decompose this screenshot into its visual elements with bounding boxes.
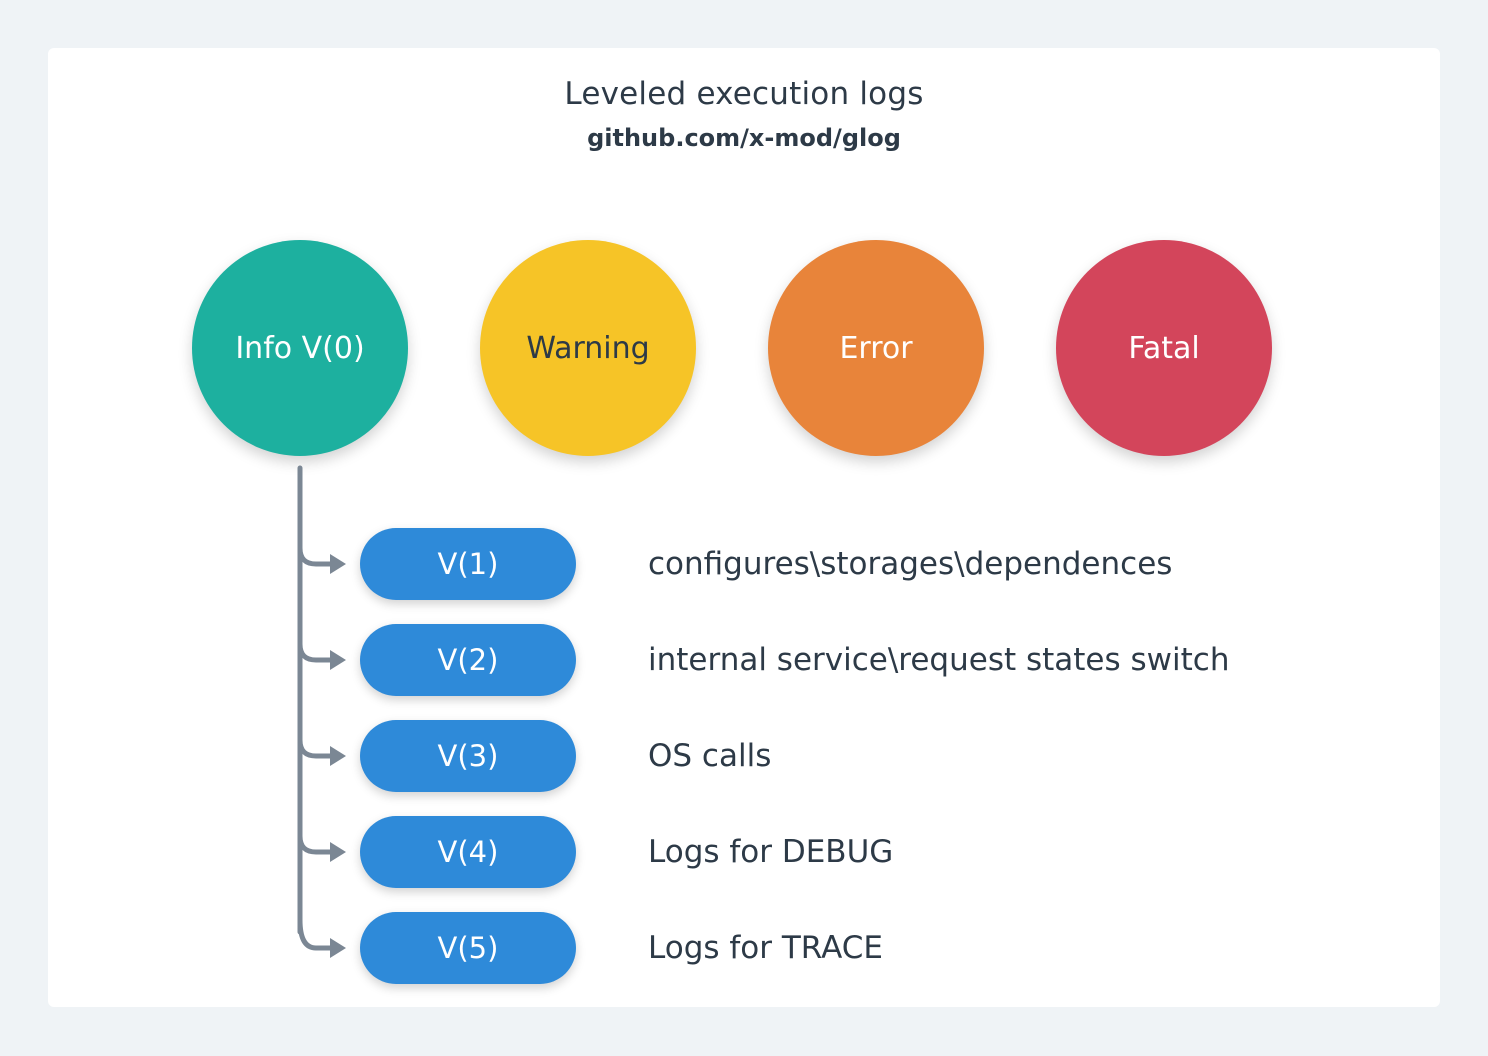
arrow-head-v5 [330, 938, 346, 958]
level-error: Error [768, 240, 984, 456]
verbosity-pill-label: V(5) [437, 931, 499, 965]
verbosity-pill-v1: V(1) [360, 528, 576, 600]
connector-branch-v4 [297, 833, 337, 855]
verbosity-pill-v5: V(5) [360, 912, 576, 984]
level-info: Info V(0) [192, 240, 408, 456]
level-info-label: Info V(0) [235, 330, 365, 366]
diagram-card [48, 48, 1440, 1007]
diagram-title: Leveled execution logs [564, 76, 924, 112]
connector-branch-v2 [297, 641, 337, 663]
verbosity-description-v3: OS calls [648, 738, 772, 774]
verbosity-pill-v3: V(3) [360, 720, 576, 792]
arrow-head-v2 [330, 650, 346, 670]
connector-branch-v5 [297, 917, 337, 951]
verbosity-pill-label: V(3) [437, 739, 499, 773]
verbosity-pill-v2: V(2) [360, 624, 576, 696]
verbosity-pill-label: V(1) [437, 547, 499, 581]
verbosity-description-v2: internal service\request states switch [648, 642, 1230, 678]
level-fatal: Fatal [1056, 240, 1272, 456]
verbosity-description-v1: configures\storages\dependences [648, 546, 1173, 582]
arrow-head-v3 [330, 746, 346, 766]
verbosity-pill-label: V(4) [437, 835, 499, 869]
diagram-subtitle: github.com/x-mod/glog [587, 124, 901, 152]
level-warning-label: Warning [526, 330, 650, 366]
connector-branch-v1 [297, 545, 337, 567]
verbosity-pill-label: V(2) [437, 643, 499, 677]
verbosity-description-v5: Logs for TRACE [648, 930, 883, 966]
arrow-head-v1 [330, 554, 346, 574]
verbosity-description-v4: Logs for DEBUG [648, 834, 894, 870]
level-fatal-label: Fatal [1128, 330, 1200, 366]
level-warning: Warning [480, 240, 696, 456]
arrow-head-v4 [330, 842, 346, 862]
level-error-label: Error [839, 330, 913, 366]
verbosity-pill-v4: V(4) [360, 816, 576, 888]
connector-branch-v3 [297, 737, 337, 759]
